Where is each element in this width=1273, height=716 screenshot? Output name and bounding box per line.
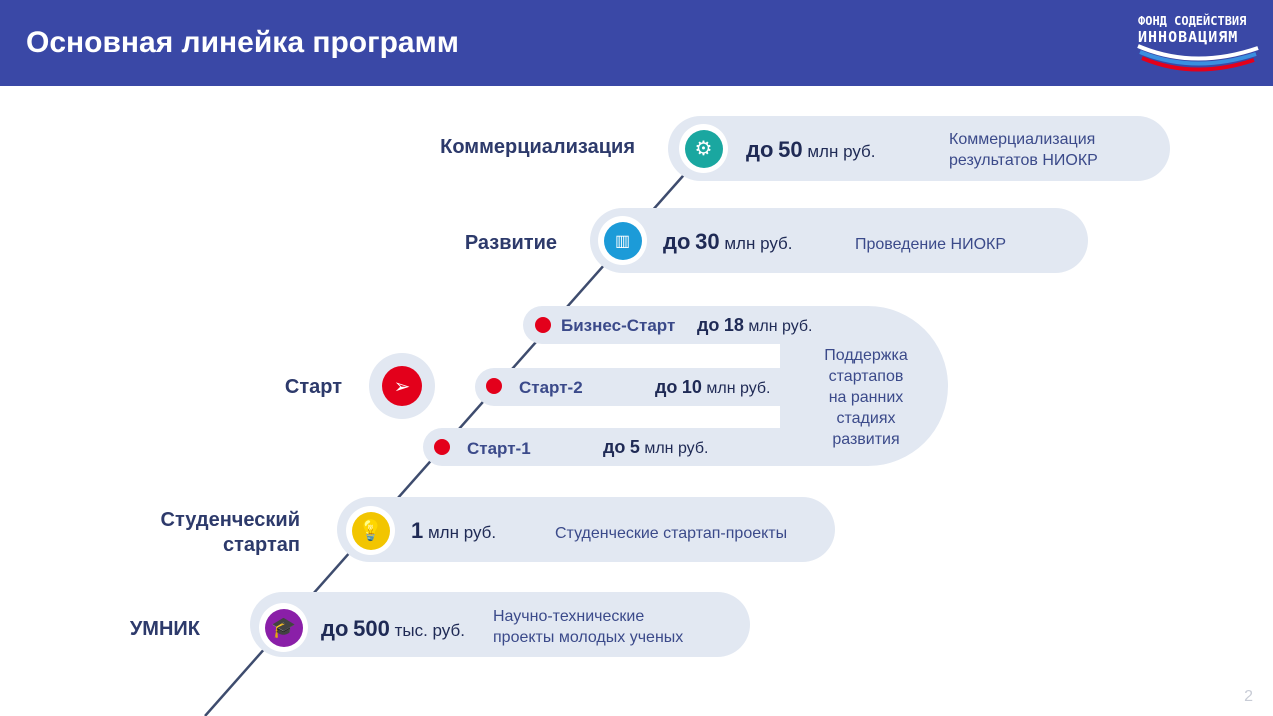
amount-start-1: до 5 млн руб. xyxy=(603,437,709,457)
logo-text-2: ИННОВАЦИЯМ xyxy=(1138,28,1239,46)
program-commercialization[interactable] xyxy=(668,116,1170,181)
gear-icon: ⚙ xyxy=(679,124,728,173)
amount-start-2: до 10 млн руб. xyxy=(655,377,771,397)
amount-commercialization: до 50 млн руб. xyxy=(746,137,876,162)
amount-business-start: до 18 млн руб. xyxy=(697,315,813,335)
bullet-icon xyxy=(434,439,450,455)
sub-name-business-start: Бизнес-Старт xyxy=(561,316,676,335)
program-student-startup[interactable] xyxy=(337,497,835,562)
desc-student: Студенческие стартап-проекты xyxy=(555,525,788,542)
amount-umnik: до 500 тыс. руб. xyxy=(321,616,465,641)
header: Основная линейка программ ФОНД СОДЕЙСТВИ… xyxy=(0,0,1273,86)
program-start-2[interactable] xyxy=(475,368,795,406)
amount-student: 1 млн руб. xyxy=(411,518,497,543)
desc-development: Проведение НИОКР xyxy=(855,236,1007,253)
page-number: 2 xyxy=(1244,688,1253,705)
sub-name-start-1: Старт-1 xyxy=(467,439,531,458)
sub-name-start-2: Старт-2 xyxy=(519,378,583,397)
lightbulb-icon: 💡 xyxy=(346,506,395,555)
paper-plane-icon: ➢ xyxy=(369,353,435,419)
program-umnik[interactable] xyxy=(250,592,750,657)
program-development[interactable] xyxy=(590,208,1088,273)
chart-icon: ▥ xyxy=(598,216,647,265)
page-title: Основная линейка программ xyxy=(26,26,459,59)
flag-swoosh-icon xyxy=(1137,44,1259,72)
program-label-commercialization: Коммерциализация xyxy=(440,136,635,158)
program-start-1[interactable] xyxy=(423,428,803,466)
bullet-icon xyxy=(486,378,502,394)
program-label-umnik: УМНИК xyxy=(129,618,200,640)
logo-text-1: ФОНД СОДЕЙСТВИЯ xyxy=(1138,14,1247,28)
logo: ФОНД СОДЕЙСТВИЯ ИННОВАЦИЯМ xyxy=(1134,12,1264,74)
program-business-start[interactable] xyxy=(523,306,813,344)
program-label-start: Старт xyxy=(284,376,342,398)
amount-development: до 30 млн руб. xyxy=(663,229,793,254)
bullet-icon xyxy=(535,317,551,333)
program-label-development: Развитие xyxy=(464,232,557,254)
graduation-cap-icon: 🎓 xyxy=(259,603,308,652)
